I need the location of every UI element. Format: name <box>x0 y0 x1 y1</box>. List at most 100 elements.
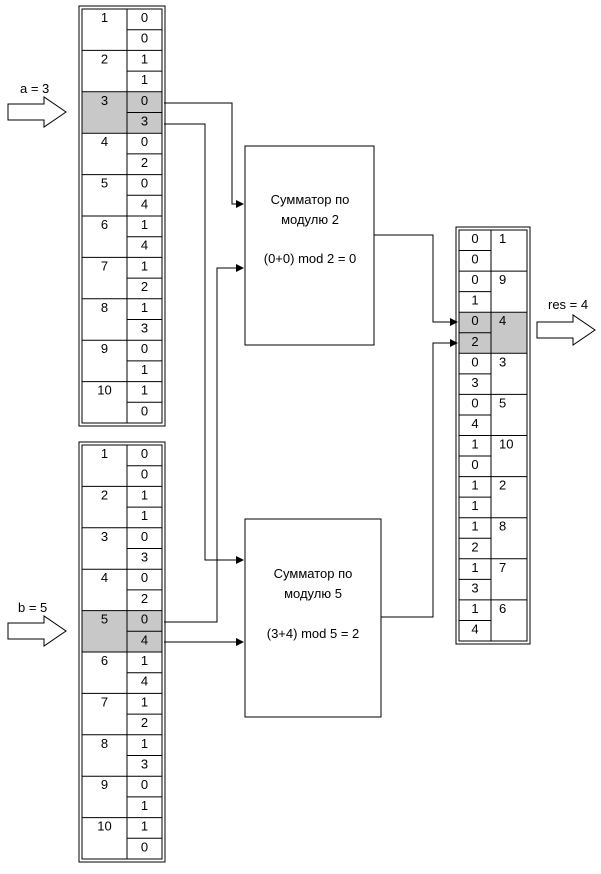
residue-mod2: 1 <box>141 487 148 502</box>
row-index: 5 <box>101 612 108 627</box>
table-row: 001 <box>459 231 506 267</box>
residue-mod2: 1 <box>141 258 148 273</box>
residue-mod5: 0 <box>471 252 478 267</box>
decoded-value: 1 <box>499 231 506 246</box>
input-b-label: b = 5 <box>18 600 47 615</box>
decoded-value: 8 <box>499 519 506 534</box>
decoded-value: 4 <box>499 313 506 328</box>
residue-mod2: 0 <box>141 176 148 191</box>
residue-mod2: 1 <box>141 217 148 232</box>
row-index: 2 <box>101 51 108 66</box>
residue-mod5: 0 <box>141 839 148 854</box>
residue-mod2: 0 <box>471 354 478 369</box>
residue-mod2: 0 <box>471 272 478 287</box>
residue-mod5: 0 <box>471 457 478 472</box>
residue-mod5: 3 <box>141 321 148 336</box>
row-index: 5 <box>101 176 108 191</box>
residue-mod2: 0 <box>141 446 148 461</box>
residue-mod5: 3 <box>141 757 148 772</box>
residue-mod2: 1 <box>471 478 478 493</box>
adder-mod2-box: Сумматор по модулю 2 (0+0) mod 2 = 0 <box>244 145 375 346</box>
residue-mod5: 1 <box>141 508 148 523</box>
residue-mod5: 1 <box>141 72 148 87</box>
adder-mod2-line2: модулю 2 <box>281 212 339 227</box>
adder-mod5-line1: Сумматор по <box>274 566 353 581</box>
residue-mod2: 0 <box>141 93 148 108</box>
residue-mod5: 3 <box>141 550 148 565</box>
table-row: 045 <box>459 393 527 431</box>
decoded-value: 7 <box>499 560 506 575</box>
connector-mod2-result <box>374 234 458 326</box>
residue-mod5: 4 <box>141 196 148 211</box>
row-index: 6 <box>101 217 108 232</box>
connector-a-mod5 <box>164 123 244 564</box>
residue-mod2: 1 <box>471 601 478 616</box>
row-index: 10 <box>97 819 111 834</box>
residue-mod5: 3 <box>471 580 478 595</box>
table-row: 1 1 2 <box>459 476 527 513</box>
residue-mod2: 0 <box>141 612 148 627</box>
output-arrow <box>536 314 596 346</box>
table-row: 1 4 6 <box>459 599 527 636</box>
residue-mod2: 0 <box>471 313 478 328</box>
residue-mod5: 1 <box>471 293 478 308</box>
row-index: 4 <box>101 570 108 585</box>
table-row: 5 0 4 <box>82 174 162 211</box>
residue-mod2: 0 <box>141 134 148 149</box>
residue-mod5: 2 <box>471 334 478 349</box>
residue-mod2: 1 <box>141 736 148 751</box>
row-index: 8 <box>101 736 108 751</box>
residue-mod2: 0 <box>141 529 148 544</box>
table-row: 7 1 2 <box>82 256 162 294</box>
residue-mod2: 1 <box>471 560 478 575</box>
connector-b-mod2 <box>164 264 244 623</box>
residue-mod5: 0 <box>141 31 148 46</box>
connectors <box>164 102 458 646</box>
row-index: 3 <box>101 529 108 544</box>
residue-mod5: 0 <box>141 403 148 418</box>
table-row: 2 1 1 <box>82 485 162 523</box>
row-index: 8 <box>101 300 108 315</box>
residue-mod5: 1 <box>141 362 148 377</box>
table-row: 033 <box>459 352 527 390</box>
row-index: 2 <box>101 487 108 502</box>
residue-mod5: 4 <box>141 674 148 689</box>
table-row: 0 2 4 <box>459 311 527 353</box>
residue-mod5: 4 <box>141 632 148 647</box>
residue-mod5: 4 <box>471 416 478 431</box>
row-index: 7 <box>101 258 108 273</box>
residue-mod5: 2 <box>141 279 148 294</box>
residue-mod5: 4 <box>471 621 478 636</box>
input-a-arrow <box>7 96 67 128</box>
output-label: res = 4 <box>548 297 588 312</box>
residue-mod5: 1 <box>141 798 148 813</box>
table-row: 5 0 4 <box>82 610 162 652</box>
row-index: 7 <box>101 694 108 709</box>
decoded-value: 6 <box>499 601 506 616</box>
residue-mod2: 1 <box>471 437 478 452</box>
table-row: 2 1 1 <box>82 49 162 87</box>
residue-mod5: 0 <box>141 467 148 482</box>
input-a-label: a = 3 <box>20 81 49 96</box>
adder-mod5-box: Сумматор по модулю 5 (3+4) mod 5 = 2 <box>244 518 382 718</box>
decoded-value: 2 <box>499 478 506 493</box>
residue-mod2: 1 <box>471 519 478 534</box>
row-index: 10 <box>97 383 111 398</box>
residue-mod2: 0 <box>141 570 148 585</box>
residue-mod2: 0 <box>471 395 478 410</box>
residue-mod5: 2 <box>141 155 148 170</box>
residue-mod2: 1 <box>141 383 148 398</box>
residue-mod5: 1 <box>471 498 478 513</box>
residue-mod2: 1 <box>141 51 148 66</box>
connector-a-mod2 <box>164 102 244 208</box>
